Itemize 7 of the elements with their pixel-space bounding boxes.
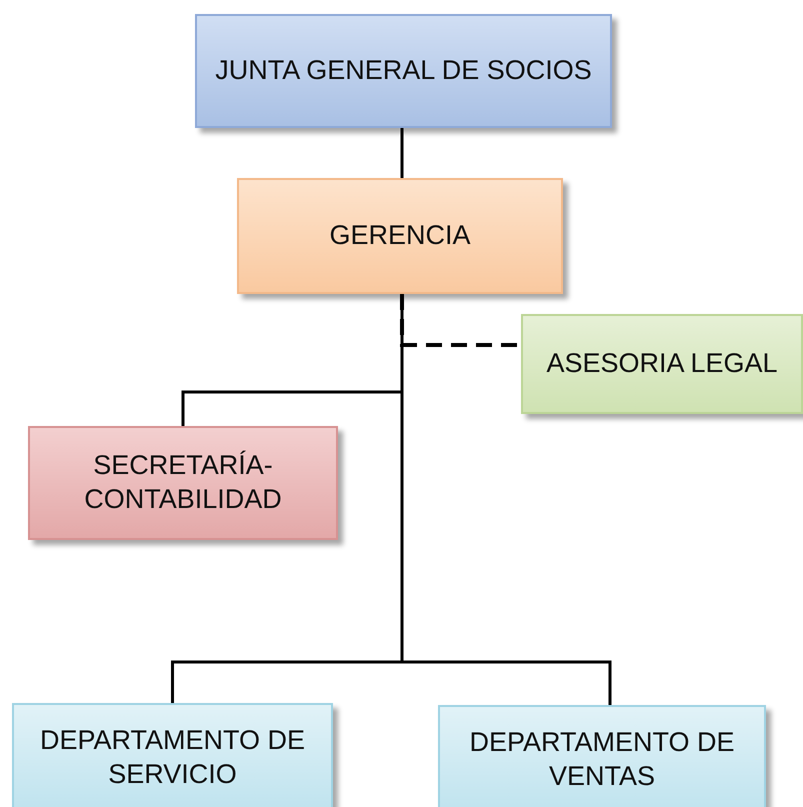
org-box: DEPARTAMENTO DE SERVICIO [12, 703, 333, 807]
org-box: SECRETARÍA-CONTABILIDAD [28, 426, 338, 540]
connector-line [400, 128, 404, 178]
org-box: GERENCIA [237, 178, 563, 294]
org-box: ASESORIA LEGAL [521, 314, 803, 414]
org-box: DEPARTAMENTO DE VENTAS [438, 705, 766, 807]
org-box: JUNTA GENERAL DE SOCIOS [195, 14, 612, 128]
